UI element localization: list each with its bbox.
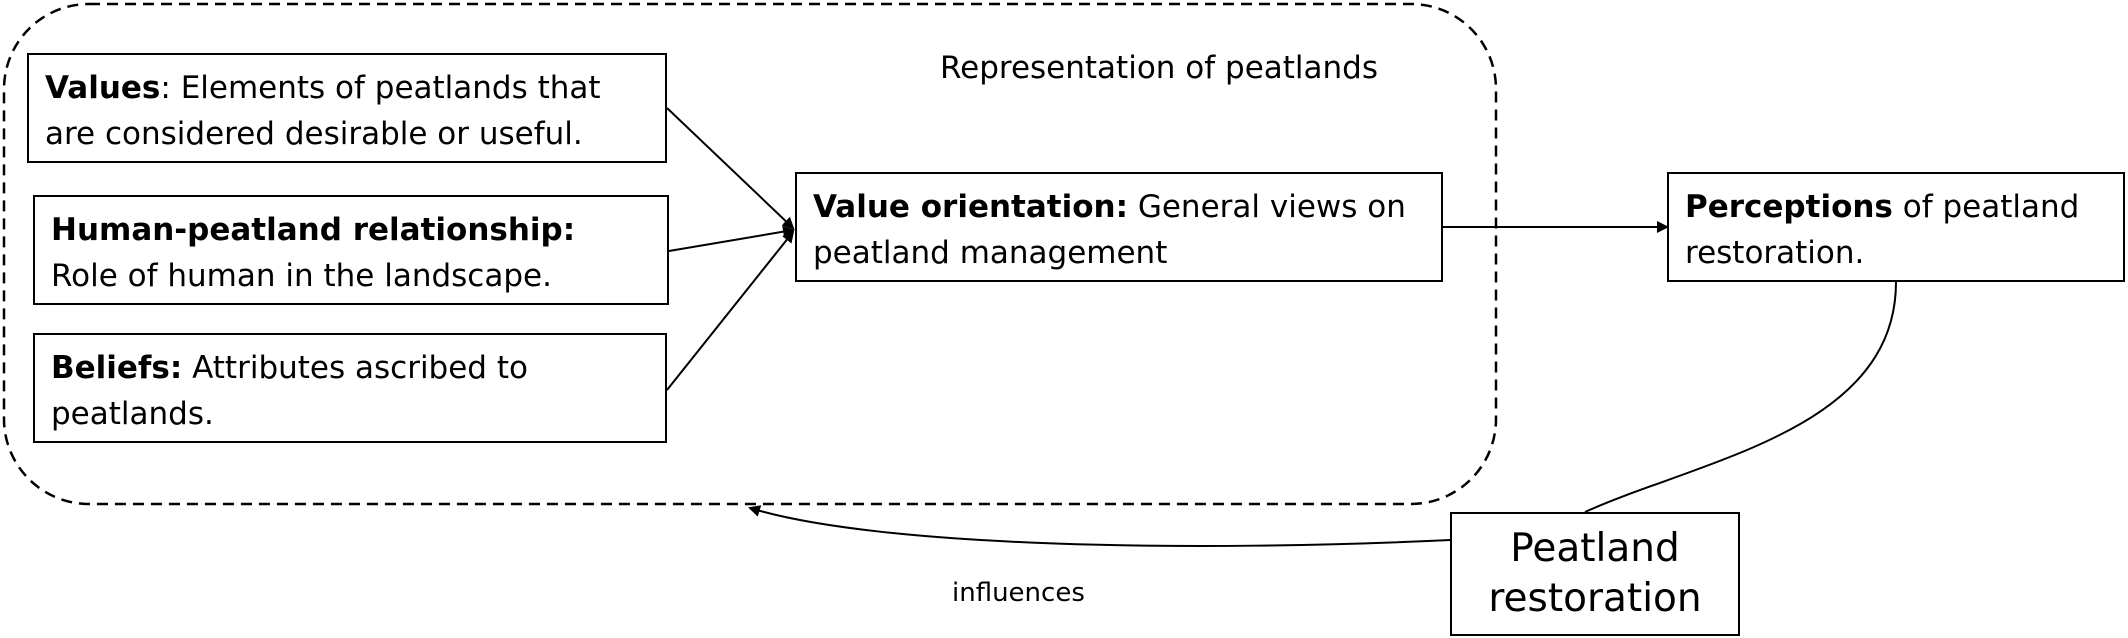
value-orientation-box: Value orientation: General views on peat… — [795, 172, 1443, 282]
group-title: Representation of peatlands — [940, 50, 1379, 86]
orientation-description: General views on peatland management — [813, 189, 1406, 271]
values-description: : Elements of peatlands that are conside… — [45, 70, 601, 152]
beliefs-term: Beliefs: — [51, 350, 183, 386]
restoration-line-1: Peatland — [1510, 526, 1680, 571]
representation-group-boundary — [2, 2, 1498, 506]
beliefs-description: Attributes ascribed to peatlands. — [51, 350, 528, 432]
perceptions-box: Perceptions of peatland restoration. — [1667, 172, 2125, 282]
restoration-line-2: restoration — [1488, 576, 1702, 621]
relationship-term: Human-peatland relationship: — [51, 212, 576, 248]
values-term: Values — [45, 70, 161, 106]
values-box: Values: Elements of peatlands that are c… — [27, 53, 667, 163]
arrow-restoration-influences-representation — [748, 505, 1451, 547]
human-peatland-relationship-box: Human-peatland relationship: Role of hum… — [33, 195, 669, 305]
arrow-beliefs-to-orientation — [666, 230, 795, 391]
perceptions-term: Perceptions — [1685, 189, 1893, 225]
arrow-values-to-orientation — [666, 107, 795, 230]
peatland-restoration-box: Peatland restoration — [1450, 512, 1740, 636]
beliefs-box: Beliefs: Attributes ascribed to peatland… — [33, 333, 667, 443]
relationship-description: Role of human in the landscape. — [51, 258, 552, 294]
perceptions-description: of peatland restoration. — [1685, 189, 2080, 271]
influences-edge-label: influences — [952, 578, 1085, 608]
orientation-term: Value orientation: — [813, 189, 1128, 225]
connector-perceptions-to-restoration — [1584, 281, 1897, 513]
arrow-relationship-to-orientation — [668, 225, 795, 252]
